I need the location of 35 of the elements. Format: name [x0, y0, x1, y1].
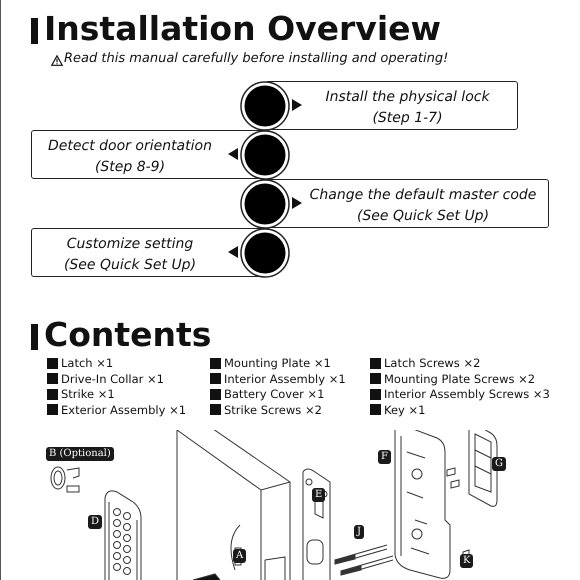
parts-list-item: Strike ×1	[61, 387, 115, 402]
step-reference: (Step 8-9)	[94, 159, 166, 175]
step-circle	[240, 81, 290, 131]
step-reference: (See Quick Set Up)	[356, 208, 490, 224]
parts-list-item: Exterior Assembly ×1	[61, 402, 186, 417]
callout-letter: F	[378, 450, 391, 464]
warning-note: Read this manual carefully before installing and operating!	[64, 51, 448, 66]
callout-letter: D	[88, 515, 102, 529]
parts-list-item: Battery Cover ×1	[224, 387, 325, 402]
step-title: Change the default master code	[310, 187, 536, 203]
step-circle	[240, 130, 290, 180]
step-title: Detect door orientation	[48, 138, 212, 154]
parts-list-item: Mounting Plate Screws ×2	[384, 372, 536, 386]
parts-list-item: Mounting Plate ×1	[224, 356, 331, 370]
parts-list-item: Drive-In Collar ×1	[61, 372, 164, 386]
callout-letter: E	[312, 488, 326, 502]
parts-list-item: Latch Screws ×2	[384, 356, 480, 370]
step-title: Install the physical lock	[325, 89, 490, 105]
callout-letter: K	[460, 554, 474, 568]
section-heading: Contents	[44, 316, 212, 354]
step-reference: (See Quick Set Up)	[64, 257, 196, 273]
callout-letter: A	[233, 549, 246, 563]
callout-letter: J	[354, 525, 364, 539]
step-reference: (Step 1-7)	[372, 110, 443, 126]
callout-letter: G	[492, 457, 506, 471]
title: Installation Overview	[44, 10, 441, 48]
parts-list-item: Latch ×1	[61, 356, 114, 370]
step-circle	[240, 228, 290, 278]
step-title: Customize setting	[66, 236, 194, 252]
step-circle	[240, 179, 290, 229]
parts-list-item: Interior Assembly ×1	[224, 372, 346, 386]
parts-list-item: Interior Assembly Screws ×3	[384, 387, 550, 402]
callout-letter: B (Optional)	[46, 447, 114, 461]
parts-list-item: Strike Screws ×2	[224, 402, 322, 417]
parts-list-item: Key ×1	[384, 402, 426, 417]
